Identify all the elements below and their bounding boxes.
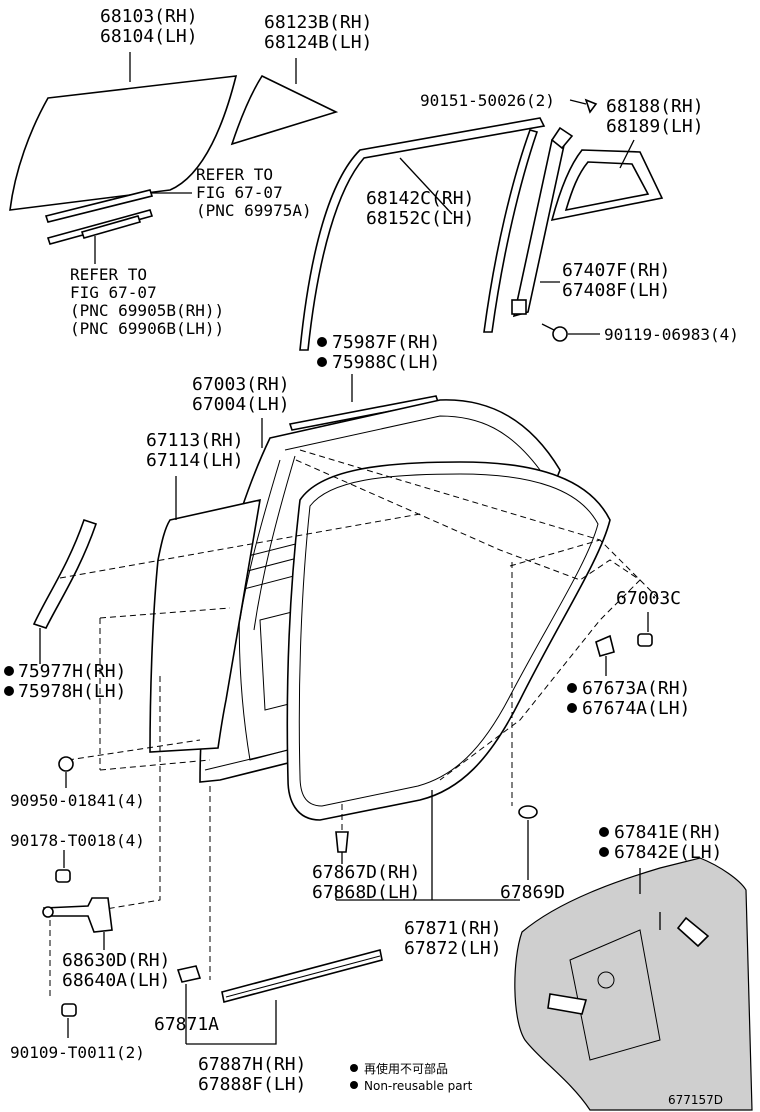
- label-belt-lh: 67888F(LH): [198, 1074, 306, 1095]
- label-pillar-tape-lh: 75978H(LH): [18, 681, 126, 702]
- clip-869-icon: [518, 805, 538, 819]
- nonreusable-marker: [4, 666, 14, 676]
- label-clip-d-lh: 67868D(LH): [312, 882, 420, 903]
- legend-en: Non-reusable part: [364, 1079, 473, 1093]
- label-division-rh: 67407F(RH): [562, 260, 670, 281]
- nonreusable-marker: [567, 683, 577, 693]
- label-refer1-line3: (PNC 69975A): [196, 201, 312, 220]
- label-weatherstrip-a: 67871A: [154, 1014, 219, 1035]
- nonreusable-marker: [599, 827, 609, 837]
- door-weatherstrip: [286, 461, 611, 821]
- clip-right-icon: [637, 633, 653, 647]
- nonreusable-marker: [4, 686, 14, 696]
- leader-belt: [186, 1000, 277, 1045]
- legend-bullet: [350, 1064, 358, 1072]
- leader-run: [399, 157, 453, 215]
- label-weatherstrip-rh: 67871(RH): [404, 918, 502, 939]
- label-cap-lh: 67674A(LH): [582, 698, 690, 719]
- label-plug: 90950-01841(4): [10, 791, 145, 810]
- quarter-frame: [550, 149, 664, 222]
- label-cap-rh: 67673A(RH): [582, 678, 690, 699]
- figure-id: 677157D: [668, 1093, 723, 1107]
- label-door-panel-lh: 67004(LH): [192, 394, 290, 415]
- label-bolt-left: 90178-T0018(4): [10, 831, 145, 850]
- label-screw-top: 90151-50026(2): [420, 91, 555, 110]
- belt-strips: [44, 189, 154, 245]
- label-hole-seal-rh: 67841E(RH): [614, 822, 722, 843]
- label-moulding-lh: 75988C(LH): [332, 352, 440, 373]
- label-weatherstrip-lh: 67872(LH): [404, 938, 502, 959]
- label-moulding-rh: 75987F(RH): [332, 332, 440, 353]
- label-refer2-line2: FIG 67-07: [70, 283, 157, 302]
- leader-frame: [619, 139, 635, 169]
- label-division-lh: 67408F(LH): [562, 280, 670, 301]
- label-glass-rh: 68103(RH): [100, 6, 198, 27]
- outer-panel: [149, 498, 261, 753]
- screw-bottom-icon: [61, 1003, 77, 1017]
- label-refer2-line1: REFER TO: [70, 265, 147, 284]
- label-quarter-glass-lh: 68124B(LH): [264, 32, 372, 53]
- weatherstrip-a-icon: [176, 965, 202, 983]
- label-refer2-line3: (PNC 69905B(RH)): [70, 301, 224, 320]
- quarter-glass: [230, 74, 339, 146]
- label-checker-lh: 68640A(LH): [62, 970, 170, 991]
- label-pillar-tape-rh: 75977H(RH): [18, 661, 126, 682]
- label-outer-panel-rh: 67113(RH): [146, 430, 244, 451]
- label-door-panel-rh: 67003(RH): [192, 374, 290, 395]
- bolt-left-icon: [55, 869, 71, 883]
- label-checker-rh: 68630D(RH): [62, 950, 170, 971]
- bolt-right-icon: [541, 323, 600, 342]
- label-refer1-line1: REFER TO: [196, 165, 273, 184]
- label-run-lh: 68152C(LH): [366, 208, 474, 229]
- belt-moulding: [221, 949, 383, 1003]
- label-refer1-line2: FIG 67-07: [196, 183, 283, 202]
- label-clip-right: 67003C: [616, 588, 681, 609]
- label-quarter-frame-lh: 68189(LH): [606, 116, 704, 137]
- legend-cn: 再使用不可部品: [364, 1061, 448, 1076]
- label-clip-869: 67869D: [500, 882, 565, 903]
- plug-icon: [58, 756, 74, 772]
- label-clip-d-rh: 67867D(RH): [312, 862, 420, 883]
- screw-top-icon: [569, 98, 598, 114]
- dashed-leaders: [49, 449, 661, 1000]
- clip-d-icon: [335, 831, 349, 853]
- label-outer-panel-lh: 67114(LH): [146, 450, 244, 471]
- nonreusable-marker: [317, 337, 327, 347]
- label-refer2-line4: (PNC 69906B(LH)): [70, 319, 224, 338]
- pillar-tape: [32, 518, 98, 629]
- legend-bullet: [350, 1081, 358, 1089]
- cap-icon: [595, 634, 615, 657]
- label-belt-rh: 67887H(RH): [198, 1054, 306, 1075]
- label-glass-lh: 68104(LH): [100, 26, 198, 47]
- division-bar: [511, 126, 574, 318]
- hole-seal: [514, 857, 753, 1111]
- nonreusable-marker: [567, 703, 577, 713]
- label-hole-seal-lh: 67842E(LH): [614, 842, 722, 863]
- nonreusable-marker: [317, 357, 327, 367]
- door-checker: [42, 897, 113, 933]
- glass-run-channel: [299, 117, 546, 351]
- nonreusable-marker: [599, 847, 609, 857]
- door-glass: [9, 75, 238, 211]
- label-bolt-right: 90119-06983(4): [604, 325, 739, 344]
- label-screw-bottom: 90109-T0011(2): [10, 1043, 145, 1062]
- label-quarter-frame-rh: 68188(RH): [606, 96, 704, 117]
- label-run-rh: 68142C(RH): [366, 188, 474, 209]
- label-quarter-glass-rh: 68123B(RH): [264, 12, 372, 33]
